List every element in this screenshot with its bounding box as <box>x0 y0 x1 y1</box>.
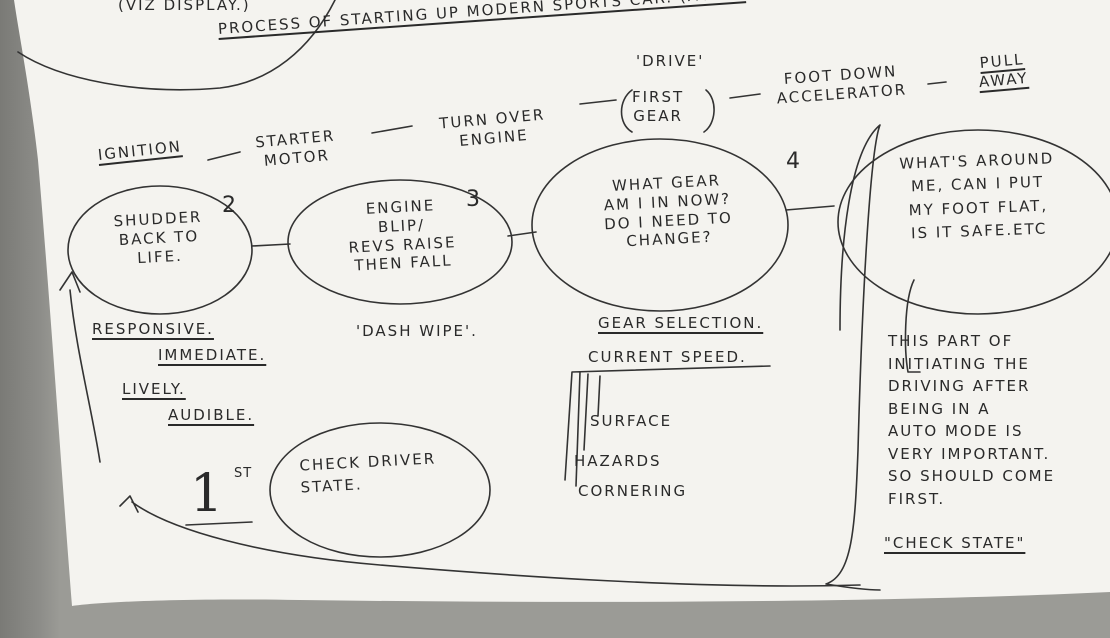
speed-factor-cornering: CORNERING <box>578 482 688 500</box>
bubble-what-gear-text: WHAT GEAR AM I IN NOW? DO I NEED TO CHAN… <box>603 171 734 251</box>
bubble-what-gear-outline <box>531 138 789 312</box>
left-loop-arrow <box>59 271 101 463</box>
current-speed-text: CURRENT SPEED. <box>588 348 747 366</box>
bottom-return-arrow <box>119 495 861 587</box>
feeling-lively: LIVELY. <box>122 380 186 398</box>
check-driver-state-text: CHECK DRIVER STATE. <box>299 449 437 497</box>
sequence-drive-quote: 'DRIVE' <box>636 52 705 70</box>
feeling-audible: AUDIBLE. <box>168 406 255 424</box>
bubble-engine-blip-outline <box>287 179 513 305</box>
speed-factor-lines <box>564 365 771 487</box>
first-gear-brackets <box>620 89 715 133</box>
top-fragment-text: (VIZ DISPLAY.) <box>118 0 251 14</box>
check-state-quote: "CHECK STATE" <box>884 534 1026 552</box>
bubble-shudder-number: 2 <box>222 193 236 218</box>
sequence-first-gear: FIRST GEAR <box>632 88 685 125</box>
bubble-connectors <box>251 205 835 247</box>
bubble-engine-blip-text: ENGINE BLIP/ REVS RAISE THEN FALL <box>348 196 457 275</box>
first-number: 1 <box>190 464 224 524</box>
bubble-what-gear-number: 4 <box>786 149 800 174</box>
bubble-shudder-outline <box>67 185 253 315</box>
right-brace <box>825 124 881 591</box>
bubble-check-driver-outline <box>269 422 491 558</box>
note-bracket <box>904 279 921 373</box>
sequence-starter-motor: STARTER MOTOR <box>254 126 336 170</box>
sequence-dashes <box>207 81 947 161</box>
bubble-around-me-outline <box>837 129 1110 315</box>
speed-factor-surface: SURFACE <box>590 412 673 430</box>
feeling-responsive: RESPONSIVE. <box>92 320 214 338</box>
paper-surface <box>14 0 1110 606</box>
first-suffix: ST <box>234 466 253 481</box>
bubble-around-me-text: WHAT'S AROUND ME, CAN I PUT MY FOOT FLAT… <box>898 149 1055 243</box>
top-left-curve <box>17 0 336 91</box>
bubble-shudder-text: SHUDDER BACK TO LIFE. <box>113 207 203 267</box>
first-underline <box>185 521 253 526</box>
gear-selection-text: GEAR SELECTION. <box>598 314 764 332</box>
sequence-pull-away: PULL AWAY <box>978 50 1030 91</box>
speed-factor-hazards: HAZARDS <box>574 452 662 470</box>
bubble-engine-blip-number: 3 <box>466 187 480 212</box>
feeling-immediate: IMMEDIATE. <box>158 346 267 364</box>
note-text: THIS PART OF INITIATING THE DRIVING AFTE… <box>888 332 1056 508</box>
dash-wipe-text: 'DASH WIPE'. <box>356 322 478 340</box>
